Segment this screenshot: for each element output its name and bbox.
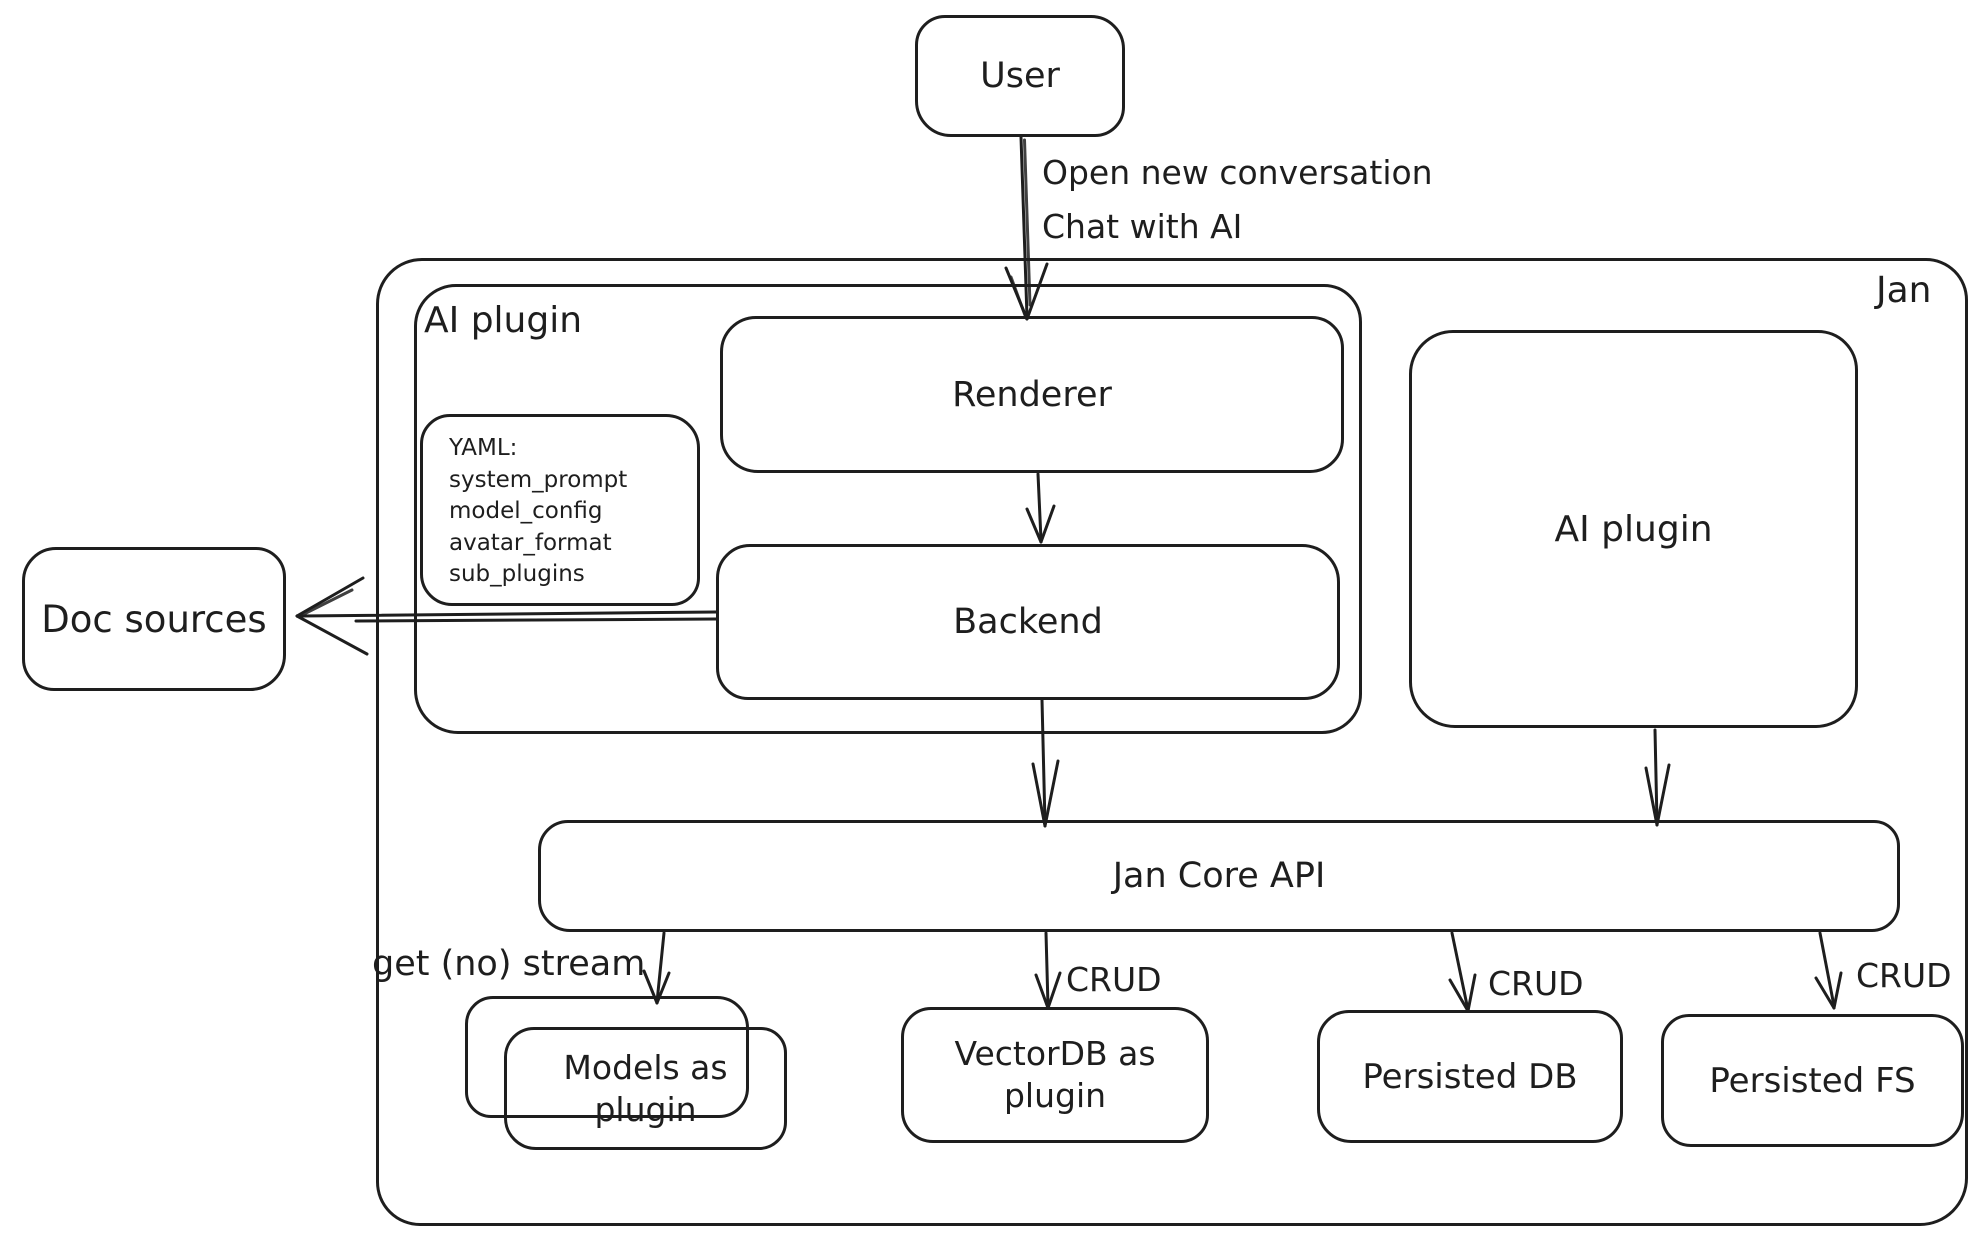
persisted-db-label: Persisted DB xyxy=(1362,1056,1578,1097)
ai-plugin-container-label: AI plugin xyxy=(424,300,583,341)
jan-label: Jan xyxy=(1876,270,1932,311)
edge-label-crud-persisted-db: CRUD xyxy=(1488,964,1584,1003)
edge-label-get-no-stream: get (no) stream xyxy=(372,944,646,984)
models-as-plugin-node: Models as plugin xyxy=(504,1027,787,1150)
models-as-plugin-label: Models as plugin xyxy=(563,1047,728,1129)
models-as-plugin-ghost-box xyxy=(465,996,749,1118)
yaml-note-line: model_config xyxy=(449,498,603,524)
jan-core-api-node: Jan Core API xyxy=(538,820,1900,932)
yaml-note: YAML: system_prompt model_config avatar_… xyxy=(420,414,700,606)
vectordb-as-plugin-node: VectorDB as plugin xyxy=(901,1007,1209,1143)
renderer-node: Renderer xyxy=(720,316,1344,473)
yaml-note-line: YAML: xyxy=(449,435,518,461)
user-node: User xyxy=(915,15,1125,137)
edge-label-user-flow: Open new conversation Chat with AI xyxy=(1042,153,1433,246)
jan-core-api-label: Jan Core API xyxy=(1112,856,1326,896)
persisted-db-node: Persisted DB xyxy=(1317,1010,1623,1143)
ai-plugin-container xyxy=(414,284,1362,734)
yaml-note-line: system_prompt xyxy=(449,466,628,493)
persisted-fs-label: Persisted FS xyxy=(1709,1060,1916,1101)
jan-container xyxy=(376,258,1968,1226)
edge-label-crud-persisted-fs: CRUD xyxy=(1856,956,1952,995)
yaml-note-line: sub_plugins xyxy=(449,561,585,587)
doc-sources-label: Doc sources xyxy=(41,597,267,641)
backend-label: Backend xyxy=(953,602,1103,642)
vectordb-as-plugin-label: VectorDB as plugin xyxy=(954,1034,1156,1115)
yaml-note-line: avatar_format xyxy=(449,529,612,556)
yaml-note-text: YAML: system_prompt model_config avatar_… xyxy=(449,433,627,591)
edge-label-crud-vectordb: CRUD xyxy=(1066,960,1162,999)
renderer-label: Renderer xyxy=(952,374,1112,415)
doc-sources-node: Doc sources xyxy=(22,547,286,691)
persisted-fs-node: Persisted FS xyxy=(1661,1014,1964,1147)
backend-node: Backend xyxy=(716,544,1340,700)
ai-plugin-node: AI plugin xyxy=(1409,330,1858,728)
user-label: User xyxy=(980,56,1060,96)
ai-plugin-label: AI plugin xyxy=(1554,508,1713,550)
